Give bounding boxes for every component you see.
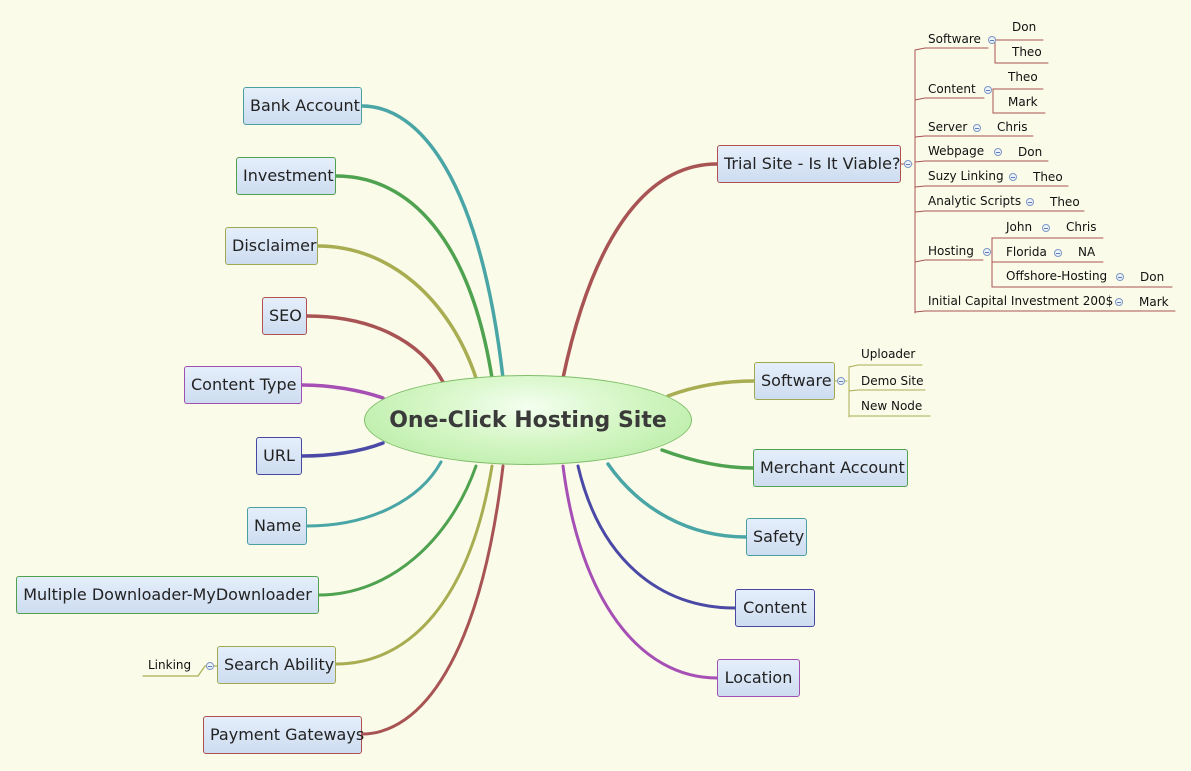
topic-location[interactable]: Location bbox=[717, 659, 800, 697]
topic-multiple-downloader[interactable]: Multiple Downloader-MyDownloader bbox=[16, 576, 319, 614]
collapse-trial-analytic-icon[interactable] bbox=[1026, 198, 1034, 206]
trial-software[interactable]: Software bbox=[928, 32, 981, 46]
trial-webpage-don[interactable]: Don bbox=[1018, 145, 1043, 159]
trial-analytic-scripts[interactable]: Analytic Scripts bbox=[928, 194, 1022, 208]
collapse-trial-site-icon[interactable] bbox=[904, 160, 912, 168]
trial-content-mark[interactable]: Mark bbox=[1008, 95, 1038, 109]
trial-analytic-theo[interactable]: Theo bbox=[1050, 195, 1080, 209]
collapse-trial-content-icon[interactable] bbox=[984, 86, 992, 94]
link-content-type bbox=[300, 383, 385, 400]
link-investment bbox=[334, 174, 494, 380]
link-payment-gateways bbox=[360, 464, 505, 736]
topic-merchant-account[interactable]: Merchant Account bbox=[753, 449, 908, 487]
collapse-trial-webpage-icon[interactable] bbox=[994, 148, 1002, 156]
hosting-florida[interactable]: Florida bbox=[1006, 245, 1047, 259]
topic-bank-account[interactable]: Bank Account bbox=[243, 87, 362, 125]
hosting-florida-na[interactable]: NA bbox=[1078, 245, 1096, 259]
topic-investment[interactable]: Investment bbox=[236, 157, 336, 195]
hosting-offshore[interactable]: Offshore-Hosting bbox=[1006, 269, 1108, 283]
collapse-software-icon[interactable] bbox=[837, 377, 845, 385]
hosting-john-chris[interactable]: Chris bbox=[1066, 220, 1097, 234]
link-software bbox=[666, 379, 756, 398]
trial-hosting[interactable]: Hosting bbox=[928, 244, 974, 258]
topic-payment-gateways[interactable]: Payment Gateways bbox=[203, 716, 364, 754]
link-search-ability bbox=[334, 464, 494, 666]
link-seo bbox=[305, 314, 445, 384]
topic-disclaimer[interactable]: Disclaimer bbox=[225, 227, 318, 265]
topic-seo[interactable]: SEO bbox=[262, 297, 307, 335]
link-disclaimer bbox=[316, 244, 478, 380]
collapse-hosting-john-icon[interactable] bbox=[1042, 224, 1050, 232]
topic-search-ability[interactable]: Search Ability bbox=[217, 646, 336, 684]
subtopic-linking[interactable]: Linking bbox=[148, 658, 192, 672]
subtopic-new-node[interactable]: New Node bbox=[861, 399, 923, 413]
hosting-john[interactable]: John bbox=[1006, 220, 1033, 234]
link-merchant bbox=[660, 448, 755, 470]
trial-server-chris[interactable]: Chris bbox=[997, 120, 1028, 134]
trial-webpage[interactable]: Webpage bbox=[928, 144, 985, 158]
link-trial-site bbox=[561, 162, 719, 380]
collapse-trial-suzy-icon[interactable] bbox=[1009, 173, 1017, 181]
topic-safety[interactable]: Safety bbox=[746, 518, 807, 556]
topic-content[interactable]: Content bbox=[735, 589, 815, 627]
link-content bbox=[576, 464, 737, 610]
collapse-trial-server-icon[interactable] bbox=[973, 124, 981, 132]
collapse-trial-software-icon[interactable] bbox=[988, 36, 996, 44]
topic-content-type[interactable]: Content Type bbox=[184, 366, 302, 404]
trial-initial-capital[interactable]: Initial Capital Investment 200$ bbox=[928, 294, 1114, 308]
topic-trial-site[interactable]: Trial Site - Is It Viable? bbox=[717, 145, 901, 183]
trial-software-theo[interactable]: Theo bbox=[1012, 45, 1042, 59]
link-location bbox=[561, 464, 719, 680]
trial-content[interactable]: Content bbox=[928, 82, 976, 96]
link-name bbox=[305, 460, 443, 528]
trial-suzy-theo[interactable]: Theo bbox=[1033, 170, 1063, 184]
trial-capital-mark[interactable]: Mark bbox=[1139, 295, 1169, 309]
topic-url[interactable]: URL bbox=[256, 437, 302, 475]
link-bank-account bbox=[360, 104, 505, 380]
topic-name[interactable]: Name bbox=[247, 507, 307, 545]
collapse-search-ability-icon[interactable] bbox=[206, 662, 214, 670]
central-topic[interactable]: One-Click Hosting Site bbox=[364, 375, 692, 465]
collapse-trial-hosting-icon[interactable] bbox=[983, 248, 991, 256]
trial-suzy-linking[interactable]: Suzy Linking bbox=[928, 169, 1004, 183]
topic-software[interactable]: Software bbox=[754, 362, 835, 400]
link-multiple-downloader bbox=[317, 464, 478, 597]
subtopic-demo-site[interactable]: Demo Site bbox=[861, 374, 924, 388]
link-url bbox=[300, 441, 385, 458]
subtopic-uploader[interactable]: Uploader bbox=[861, 347, 916, 361]
trial-content-theo[interactable]: Theo bbox=[1008, 70, 1038, 84]
collapse-hosting-offshore-icon[interactable] bbox=[1116, 273, 1124, 281]
hosting-offshore-don[interactable]: Don bbox=[1140, 270, 1165, 284]
collapse-trial-capital-icon[interactable] bbox=[1115, 298, 1123, 306]
trial-software-don[interactable]: Don bbox=[1012, 20, 1037, 34]
trial-server[interactable]: Server bbox=[928, 120, 968, 134]
collapse-hosting-florida-icon[interactable] bbox=[1054, 249, 1062, 257]
link-safety bbox=[606, 462, 748, 539]
